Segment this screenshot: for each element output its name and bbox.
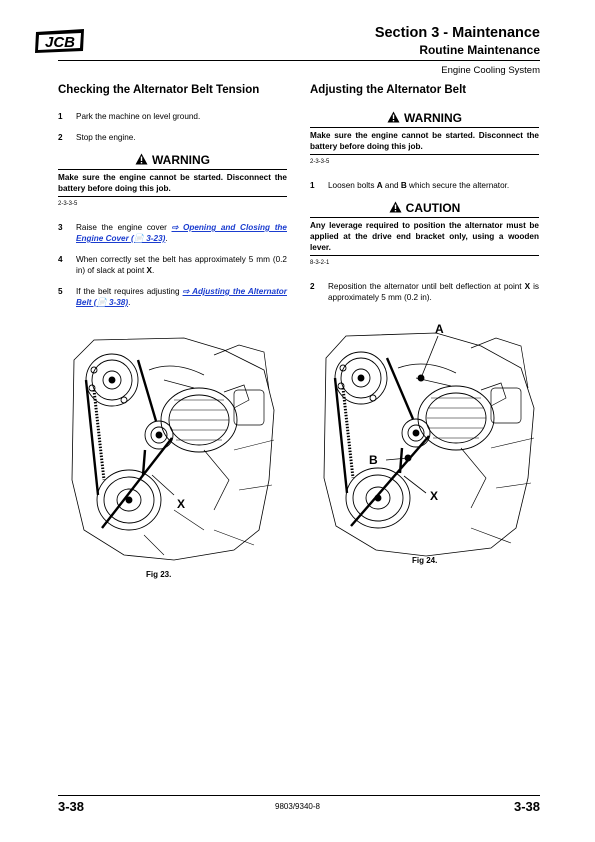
step-number: 3 (58, 223, 63, 232)
caution-heading: CAUTION (310, 201, 539, 214)
bolt-label: A (376, 181, 383, 190)
page-number-left: 3-38 (58, 799, 85, 814)
step-text-part: Reposition the alternator until belt def… (328, 282, 525, 291)
step-number: 2 (310, 282, 315, 291)
warning-code: 2-3-3-5 (58, 201, 78, 207)
step-number: 5 (58, 287, 63, 296)
step-text-part: . (152, 266, 155, 275)
step-text-part: When correctly set the belt has approxim… (76, 255, 287, 275)
page-number-right: 3-38 (513, 799, 540, 814)
step-number: 1 (310, 181, 315, 190)
step-text: Stop the engine. (76, 133, 136, 142)
left-column: Checking the Alternator Belt Tension 1 P… (58, 83, 287, 318)
step: 2 Stop the engine. (58, 132, 287, 143)
step: 1 Park the machine on level ground. (58, 111, 287, 122)
step: 3 Raise the engine cover ⇨ Opening and C… (58, 222, 287, 244)
warning-label: WARNING (152, 153, 210, 167)
warning-text: Make sure the engine cannot be started. … (58, 169, 287, 197)
fig24-point-x-label: X (430, 489, 438, 503)
cross-reference-link[interactable]: ⇨ Opening and Closing the Engine Cover (… (76, 223, 287, 243)
warning-label: WARNING (404, 111, 462, 125)
cross-reference-link[interactable]: ⇨ Adjusting the Alternator Belt (📄 3-38) (76, 287, 287, 307)
step-text-part: Loosen bolts (328, 181, 377, 190)
right-heading: Adjusting the Alternator Belt (310, 84, 467, 96)
document-number: 9803/9340-8 (275, 802, 320, 811)
step-text-part: If the belt requires adjusting (76, 287, 183, 296)
left-heading: Checking the Alternator Belt Tension (58, 84, 260, 96)
point-label: X (146, 266, 153, 275)
warning-text: Make sure the engine cannot be started. … (310, 127, 539, 155)
step-text-part: is approximately 5 mm (0.2 in). (328, 282, 540, 302)
step-number: 2 (58, 133, 63, 142)
alternator-belt-illustration-fig24: A B X (323, 322, 535, 557)
jcb-logo: JCB (35, 29, 84, 53)
warning-code: 2-3-3-5 (310, 159, 330, 165)
fig23-caption: Fig 23. (146, 570, 172, 579)
caution-code: 8-3-2-1 (310, 260, 330, 266)
fig24-bolt-b-label: B (369, 453, 378, 467)
step: 5 If the belt requires adjusting ⇨ Adjus… (58, 286, 287, 308)
step-text-part: . (128, 298, 131, 307)
step-text: Park the machine on level ground. (76, 112, 201, 121)
caution-label: CAUTION (405, 201, 461, 215)
section-title: Section 3 - Maintenance (374, 25, 540, 41)
step: 1 Loosen bolts A and B which secure the … (310, 180, 539, 191)
warning-heading: WARNING (58, 153, 287, 166)
fig24-bolt-a-label: A (435, 322, 444, 336)
step: 4 When correctly set the belt has approx… (58, 254, 287, 276)
warning-icon (135, 153, 148, 165)
fig23-point-x-label: X (177, 497, 185, 511)
step-text-part: . (165, 234, 168, 243)
caution-icon (389, 201, 402, 213)
footer-divider (58, 795, 540, 796)
header-divider (58, 60, 540, 61)
subsection-title: Routine Maintenance (419, 43, 540, 57)
bolt-label: B (400, 181, 407, 190)
step: 2 Reposition the alternator until belt d… (310, 281, 539, 303)
warning-icon (387, 111, 400, 123)
step-text: Raise the engine cover ⇨ Opening and Clo… (76, 222, 287, 244)
step-number: 4 (58, 255, 63, 264)
step-text: When correctly set the belt has approxim… (76, 254, 287, 276)
warning-heading: WARNING (310, 111, 539, 124)
step-text: Reposition the alternator until belt def… (328, 281, 539, 303)
alternator-belt-illustration-fig23: X (71, 337, 275, 561)
step-text: If the belt requires adjusting ⇨ Adjusti… (76, 286, 287, 308)
point-label: X (524, 282, 531, 291)
caution-text: Any leverage required to position the al… (310, 217, 539, 256)
step-text: Loosen bolts A and B which secure the al… (328, 180, 539, 191)
step-number: 1 (58, 112, 63, 121)
right-column: Adjusting the Alternator Belt WARNING Ma… (310, 83, 539, 313)
step-text-part: Raise the engine cover (76, 223, 172, 232)
logo-text: JCB (45, 34, 75, 51)
system-title: Engine Cooling System (441, 65, 540, 76)
fig24-caption: Fig 24. (412, 556, 438, 565)
step-text-part: which secure the alternator. (406, 181, 510, 190)
step-text-part: and (382, 181, 401, 190)
